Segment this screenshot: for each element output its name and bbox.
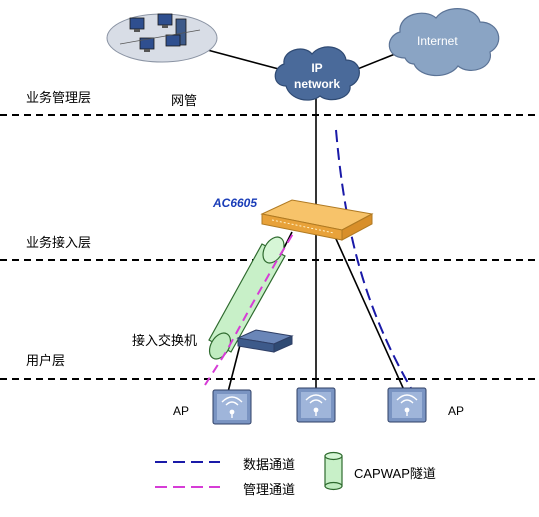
legend-capwap-tunnel-label: CAPWAP隧道 xyxy=(354,466,436,481)
link-ac-ap-right xyxy=(331,229,405,391)
legend-capwap-tunnel-swatch xyxy=(324,451,343,491)
internet-cloud-icon xyxy=(388,8,500,77)
ip-network-label-line2: network xyxy=(293,77,340,91)
ap-right-label: AP xyxy=(448,404,465,418)
access-layer-label: 业务接入层 xyxy=(26,236,92,251)
ip-network-label: IP network xyxy=(288,60,346,92)
ap-left-icon xyxy=(212,389,252,425)
nms-label: 网管 xyxy=(171,94,198,109)
ac6605-controller-icon xyxy=(260,199,374,241)
user-layer-label: 用户层 xyxy=(26,354,66,369)
link-nms-ip xyxy=(199,47,291,73)
link-switch-ap-left xyxy=(227,344,241,393)
ap-left-label: AP xyxy=(173,404,190,418)
management-layer-label: 业务管理层 xyxy=(26,91,92,106)
management-channel-path xyxy=(204,221,301,386)
legend-data-channel-label: 数据通道 xyxy=(243,458,296,473)
legend-mgmt-channel-label: 管理通道 xyxy=(243,483,296,498)
data-channel-path xyxy=(335,129,413,391)
ap-right-icon xyxy=(387,387,427,423)
ac6605-label: AC6605 xyxy=(213,196,258,210)
access-switch-icon xyxy=(236,329,294,353)
ip-network-cloud-icon xyxy=(274,46,360,101)
ip-network-label-line1: IP xyxy=(311,61,323,75)
internet-label: Internet xyxy=(417,34,458,48)
ap-middle-icon xyxy=(296,387,336,423)
nms-computers-icon xyxy=(106,13,218,63)
access-switch-label: 接入交换机 xyxy=(132,334,198,349)
